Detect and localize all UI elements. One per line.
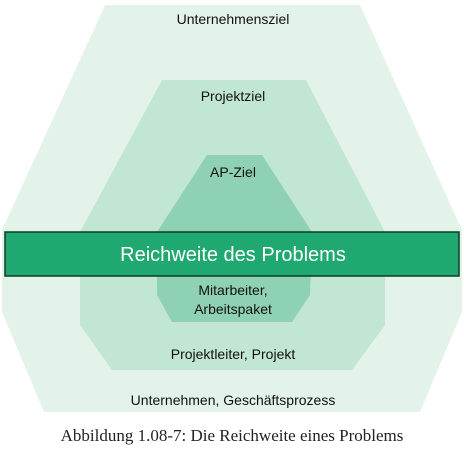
problem-scope-band [4,231,460,277]
band-label: Reichweite des Problems [120,244,346,266]
middle-top-label: Projektziel [201,88,266,104]
inner-bottom-label-line2: Arbeitspaket [194,301,272,317]
figure-caption: Abbildung 1.08-7: Die Reichweite eines P… [60,426,404,445]
inner-top-label: AP-Ziel [210,164,256,180]
problem-scope-diagram: Unternehmensziel Projektziel AP-Ziel Rei… [2,5,462,412]
outer-top-label: Unternehmensziel [177,11,290,27]
inner-bottom-label-line1: Mitarbeiter, [198,282,267,298]
outer-bottom-label: Unternehmen, Geschäftsprozess [131,392,336,408]
middle-bottom-label: Projektleiter, Projekt [171,346,296,362]
